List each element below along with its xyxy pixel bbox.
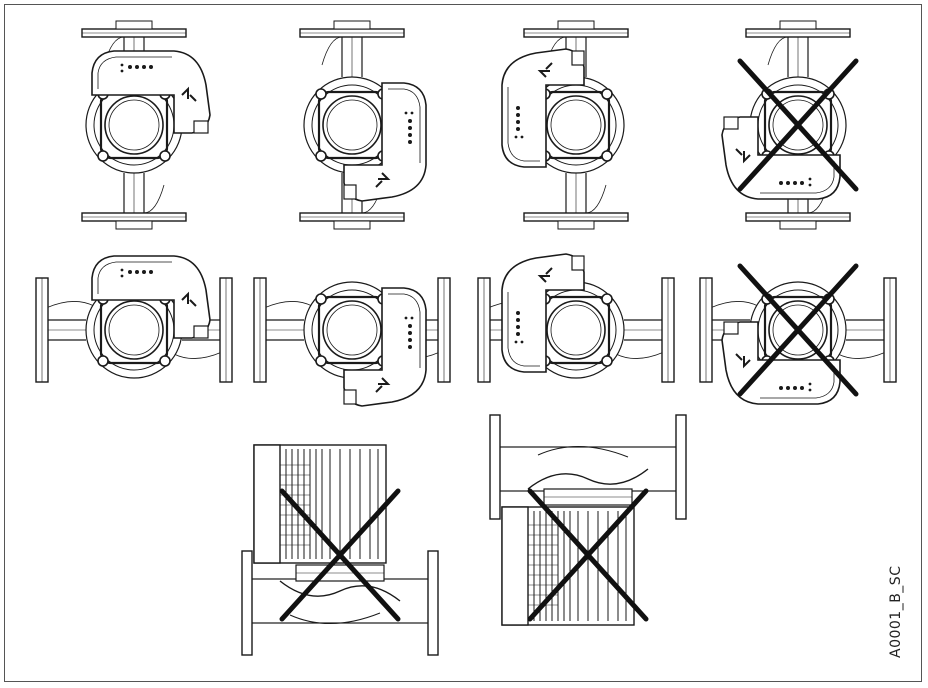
pump-position-r1c1: [82, 21, 211, 229]
pump-position-r1c3: [501, 21, 628, 229]
pump-position-r1c4: [721, 21, 856, 229]
pump-position-r1c2: [300, 21, 427, 229]
pump-position-r2c2: [254, 278, 450, 407]
pump-position-r3c2: [489, 414, 687, 626]
pump-position-r2c4: [700, 266, 896, 405]
figure-code: A0001_B_SC: [888, 565, 904, 658]
pump-position-r2c1: [36, 255, 232, 382]
pump-position-r2c3: [478, 253, 674, 382]
pump-position-r3c1: [241, 444, 439, 656]
